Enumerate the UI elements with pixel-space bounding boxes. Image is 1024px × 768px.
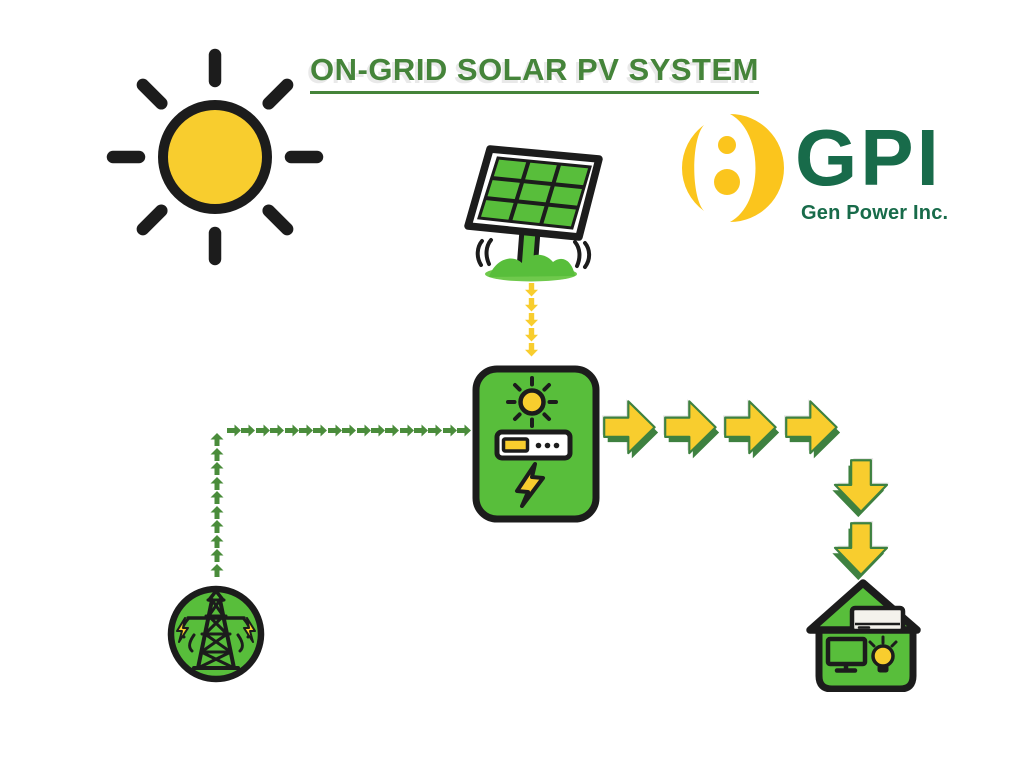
small-green-up-arrow-icon <box>210 491 224 504</box>
inverter-sun-icon <box>506 376 558 428</box>
small-yellow-down-arrow-icon <box>525 343 538 357</box>
lightning-bolt-icon <box>515 462 545 508</box>
small-green-up-arrow-icon <box>210 448 224 461</box>
panel-cells <box>477 156 592 230</box>
inverter-icon <box>472 365 600 523</box>
small-green-right-arrow-icon <box>256 424 270 437</box>
grass-tufts <box>475 238 592 269</box>
small-green-right-arrow-icon <box>457 424 471 437</box>
small-green-right-arrow-icon <box>313 424 327 437</box>
small-green-up-arrow-icon <box>210 549 224 562</box>
sun-icon <box>106 48 324 266</box>
large-yellow-right-arrow-icon <box>663 399 720 459</box>
gpi-logo-text: GPI Gen Power Inc. <box>795 118 948 225</box>
small-green-right-arrow-icon <box>443 424 457 437</box>
large-yellow-down-arrow-icon <box>832 458 890 518</box>
large-yellow-right-arrow-icon <box>784 399 841 459</box>
small-green-right-arrow-icon <box>385 424 399 437</box>
small-green-up-arrow-icon <box>210 535 224 548</box>
small-green-up-arrow-icon <box>210 477 224 490</box>
small-green-up-arrow-icon <box>210 462 224 475</box>
small-green-right-arrow-icon <box>299 424 313 437</box>
small-green-right-arrow-icon <box>241 424 255 437</box>
grass-mound <box>489 254 575 277</box>
large-yellow-down-arrow-icon <box>832 521 890 581</box>
small-green-right-arrow-icon <box>328 424 342 437</box>
large-yellow-right-arrow-icon <box>602 399 659 459</box>
page-title: ON-GRID SOLAR PV SYSTEM <box>310 52 759 94</box>
small-green-right-arrow-icon <box>342 424 356 437</box>
logo-company: Gen Power Inc. <box>801 202 949 224</box>
small-green-right-arrow-icon <box>227 424 241 437</box>
small-green-right-arrow-icon <box>428 424 442 437</box>
solar-panel-icon <box>464 145 603 282</box>
small-green-up-arrow-icon <box>210 564 224 577</box>
small-green-right-arrow-icon <box>285 424 299 437</box>
small-yellow-down-arrow-icon <box>525 328 538 342</box>
right-bolt-icon <box>243 617 256 643</box>
flow-inverter-to-house-down <box>832 458 890 581</box>
air-conditioner-icon <box>849 605 906 634</box>
lightbulb-icon <box>868 635 898 673</box>
inverter-display <box>494 429 573 461</box>
flow-inverter-to-house-right <box>602 399 841 459</box>
small-green-right-arrow-icon <box>400 424 414 437</box>
monitor-icon <box>825 636 868 673</box>
small-yellow-down-arrow-icon <box>525 283 538 297</box>
flow-panel-to-inverter <box>525 283 538 357</box>
house-loads-icon <box>806 579 921 692</box>
flow-grid-horizontal <box>227 424 471 437</box>
small-green-up-arrow-icon <box>210 433 224 446</box>
flow-grid-vertical <box>210 433 224 577</box>
small-green-right-arrow-icon <box>414 424 428 437</box>
gpi-logo-mark-icon <box>681 114 784 222</box>
small-green-up-arrow-icon <box>210 506 224 519</box>
small-green-up-arrow-icon <box>210 520 224 533</box>
large-yellow-right-arrow-icon <box>723 399 780 459</box>
small-green-right-arrow-icon <box>270 424 284 437</box>
left-bolt-icon <box>176 617 189 643</box>
logo-acronym: GPI <box>795 113 942 202</box>
small-yellow-down-arrow-icon <box>525 313 538 327</box>
small-green-right-arrow-icon <box>357 424 371 437</box>
small-green-right-arrow-icon <box>371 424 385 437</box>
small-yellow-down-arrow-icon <box>525 298 538 312</box>
utility-grid-tower-icon <box>167 585 265 683</box>
